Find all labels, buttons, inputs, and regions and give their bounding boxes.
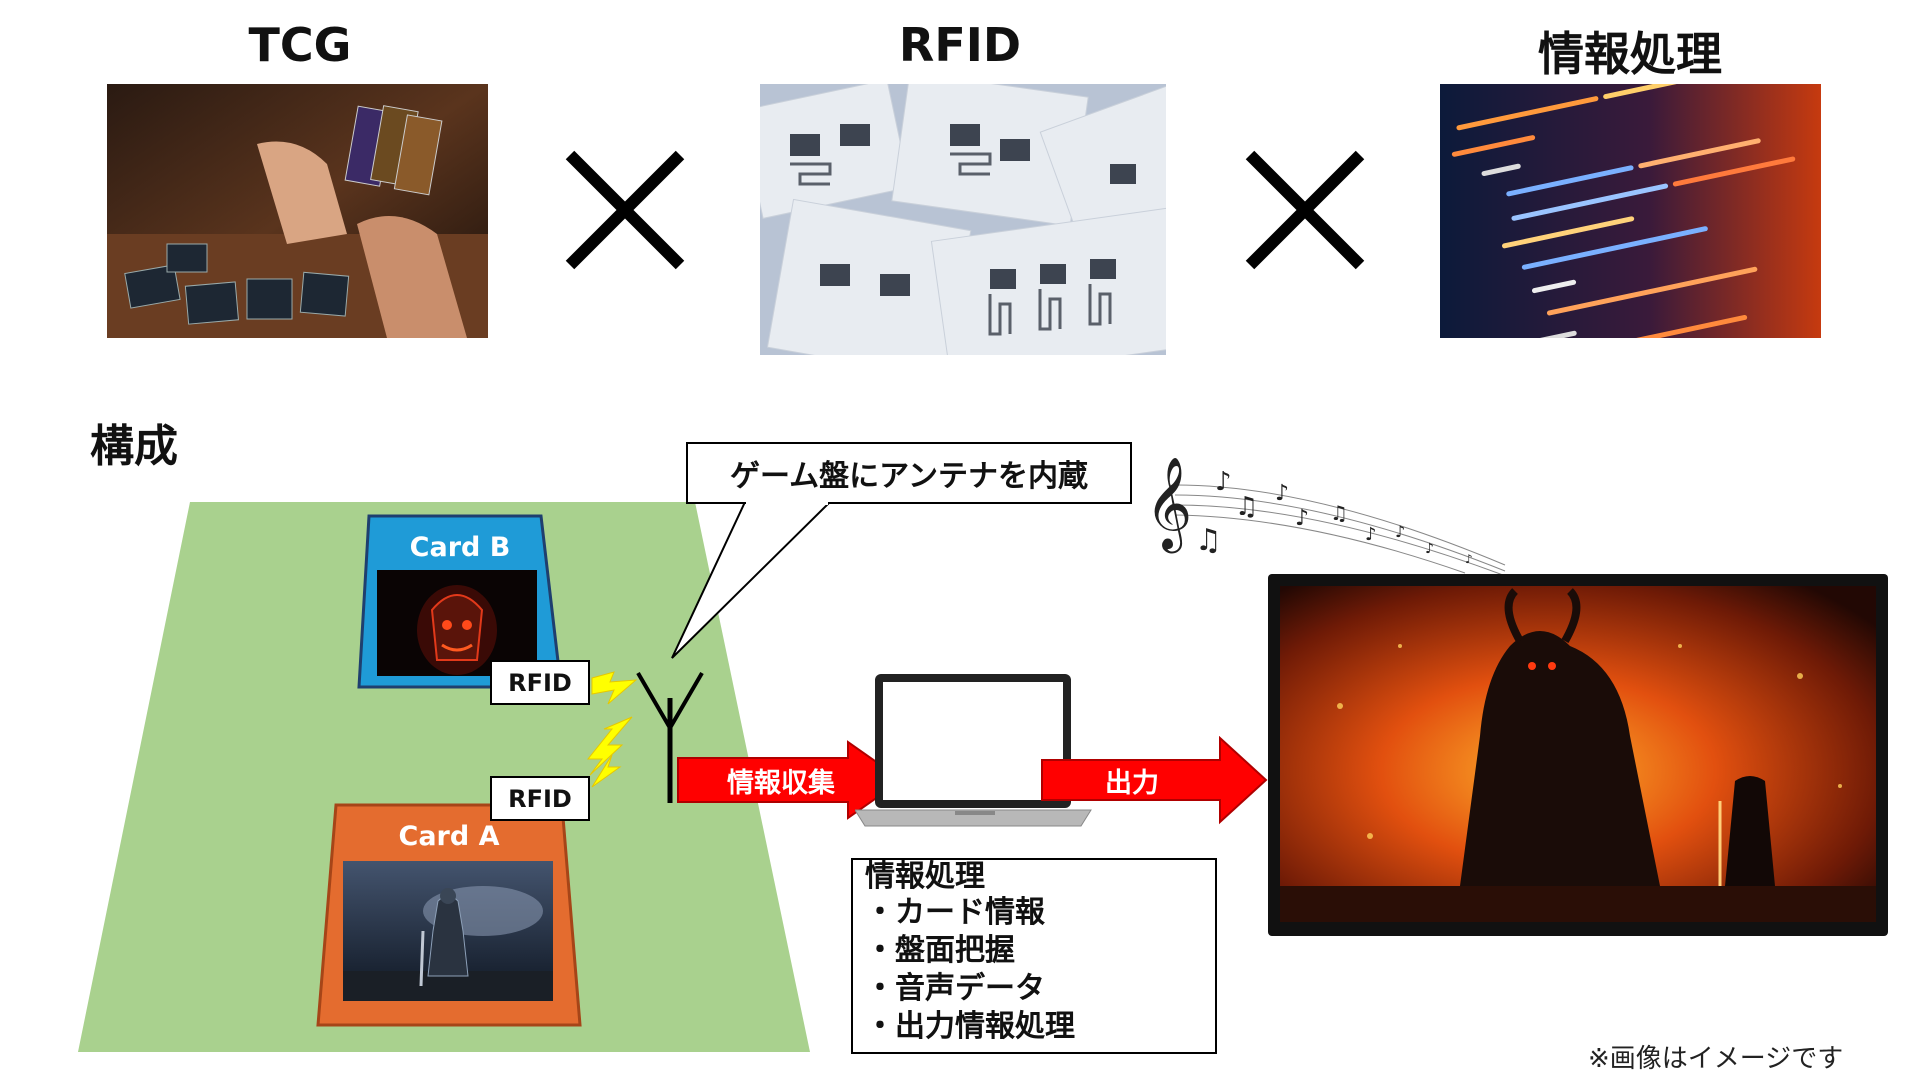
section-title: 構成 [90, 421, 178, 472]
heading-rfid: RFID [898, 18, 1022, 72]
processing-item: ・カード情報 [865, 895, 1045, 930]
laptop-icon [855, 674, 1092, 827]
processing-item: ・出力情報処理 [865, 1009, 1075, 1044]
callout-text: ゲーム盤にアンテナを内蔵 [730, 459, 1088, 494]
processing-box: 情報処理 ・カード情報 ・盤面把握 ・音声データ ・出力情報処理 [851, 858, 1217, 1054]
tv-display [1268, 574, 1888, 936]
card-a: Card A [314, 803, 584, 1028]
svg-text:♪: ♪ [1275, 481, 1289, 506]
callout-joint [746, 501, 828, 505]
svg-text:♫: ♫ [1195, 523, 1222, 558]
card-b-art [377, 570, 537, 676]
processing-title: 情報処理 [865, 859, 985, 894]
svg-text:♫: ♫ [1235, 492, 1258, 522]
callout-box: ゲーム盤にアンテナを内蔵 [686, 442, 1132, 504]
heading-processing: 情報処理 [1538, 27, 1722, 81]
tcg-photo [107, 84, 488, 338]
antenna-icon [636, 671, 704, 803]
multiply-icon [1245, 150, 1365, 270]
card-a-art [343, 861, 553, 1001]
svg-text:♪: ♪ [1295, 506, 1309, 531]
image-note: ※画像はイメージです [1588, 1044, 1844, 1074]
card-b-title: Card B [409, 532, 511, 563]
heading-tcg: TCG [248, 18, 352, 72]
svg-text:♪: ♪ [1425, 541, 1434, 557]
svg-text:♪: ♪ [1365, 524, 1377, 545]
svg-text:♪: ♪ [1465, 552, 1473, 566]
processing-item: ・音声データ [865, 971, 1045, 1006]
callout-pointer [671, 501, 833, 659]
svg-text:♪: ♪ [1215, 467, 1232, 497]
card-a-title: Card A [398, 821, 500, 852]
code-photo [1440, 84, 1821, 338]
svg-text:♫: ♫ [1330, 501, 1348, 525]
lightning-icon [591, 671, 638, 705]
output-arrow [1041, 736, 1268, 825]
card-b: Card B [355, 514, 565, 689]
svg-text:𝄞: 𝄞 [1145, 456, 1192, 553]
rfid-tag-upper: RFID [490, 660, 590, 705]
rfid-photo [760, 84, 1166, 355]
rfid-tag-lower: RFID [490, 776, 590, 821]
collect-label: 情報収集 [727, 767, 835, 799]
lightning-icon [586, 716, 633, 788]
output-label: 出力 [1105, 767, 1159, 799]
multiply-icon [565, 150, 685, 270]
processing-item: ・盤面把握 [865, 933, 1015, 968]
tv-screen [1280, 586, 1876, 922]
svg-text:♪: ♪ [1395, 522, 1405, 541]
music-notes-icon: 𝄞 ♪ ♫ ♪ ♪ ♫ ♪ ♪ ♪ ♪ ♫ [1145, 456, 1506, 575]
